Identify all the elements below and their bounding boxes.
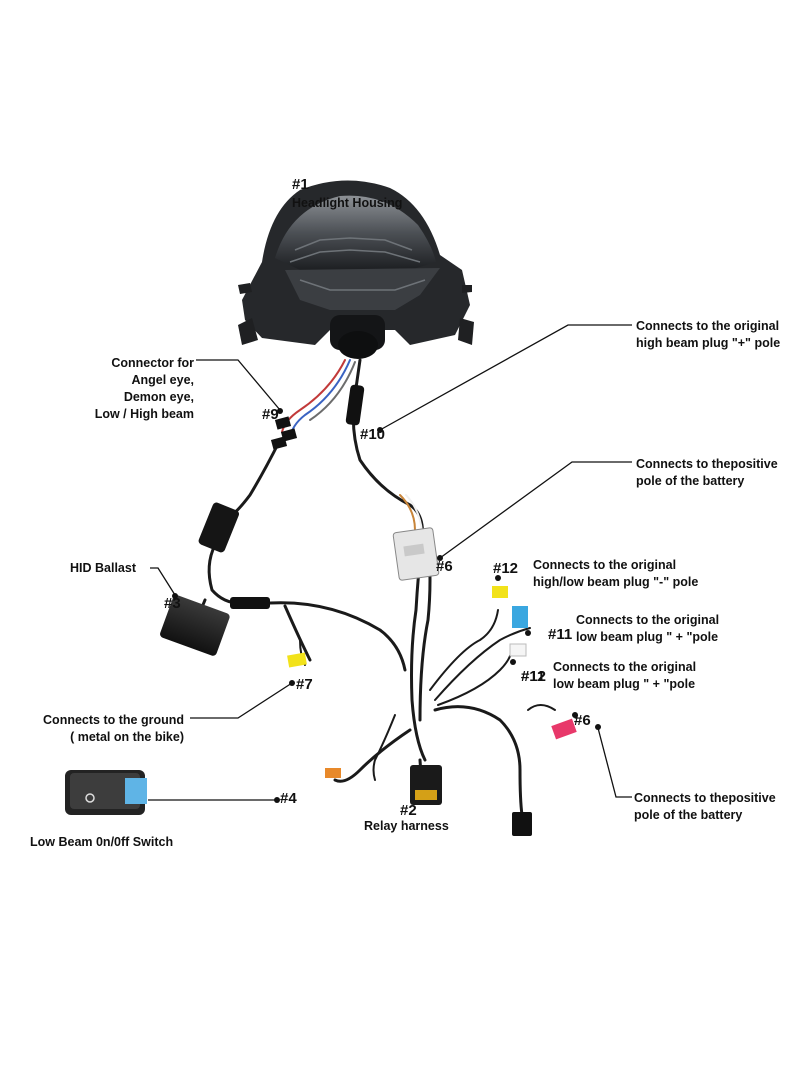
- rocker-switch: [65, 770, 147, 815]
- num-7: #7: [296, 676, 313, 693]
- label-hid-ballast: HID Ballast: [70, 561, 136, 575]
- label-relay-harness: Relay harness: [364, 819, 449, 833]
- relay-harness-box: [410, 765, 442, 805]
- tag-10: [512, 606, 528, 628]
- headlight-housing: [238, 180, 474, 359]
- ground-tag: [287, 652, 307, 668]
- igniter-box: [392, 527, 440, 581]
- num-4: #4: [280, 790, 297, 807]
- num-2: #2: [400, 802, 417, 819]
- num-10: #11: [548, 626, 573, 643]
- tag-12: [492, 586, 508, 598]
- num-8: #9: [262, 406, 279, 423]
- headlight-housing-title: #1 Headlight Housing: [292, 175, 403, 211]
- label-hid-ballasts-bulbs: Connector for Angel eye, Demon eye, Low …: [94, 356, 194, 421]
- label-connector-9: Connects to the original high beam plug …: [636, 319, 781, 350]
- hid-ballast: [160, 595, 270, 656]
- label-low-beam-plus: Connects to the original low beam plug "…: [553, 660, 697, 691]
- num-3: #3: [164, 595, 181, 612]
- label-ground: Connects to the ground ( metal on the bi…: [43, 713, 184, 744]
- label-switch: Low Beam 0n/0ff Switch: [30, 835, 174, 849]
- label-igniter: Connects to thepositive pole of the batt…: [636, 457, 778, 488]
- num-9: #10: [360, 426, 386, 443]
- tag-11: [509, 643, 527, 657]
- num-12: #12: [493, 560, 519, 577]
- num-6-actual: #6: [574, 712, 591, 729]
- label-beam-minus: Connects to the original high/low beam p…: [533, 558, 699, 589]
- label-battery: Connects to thepositive pole of the batt…: [634, 791, 776, 822]
- switch-plug-tag: [325, 768, 341, 778]
- hid-connectors: [270, 416, 298, 450]
- inline-module: [198, 502, 240, 553]
- num-11: #12: [521, 668, 547, 685]
- num-11-actual: #11: [521, 668, 546, 685]
- leader-dots: [172, 408, 601, 803]
- connector-sleeve: [345, 384, 365, 426]
- battery-fuse-holder: [512, 812, 532, 836]
- label-high-beam-plus: Connects to the original low beam plug "…: [576, 613, 720, 644]
- battery-tag: [551, 718, 577, 740]
- num-5: #6: [436, 558, 453, 575]
- leader-lines: [148, 324, 632, 801]
